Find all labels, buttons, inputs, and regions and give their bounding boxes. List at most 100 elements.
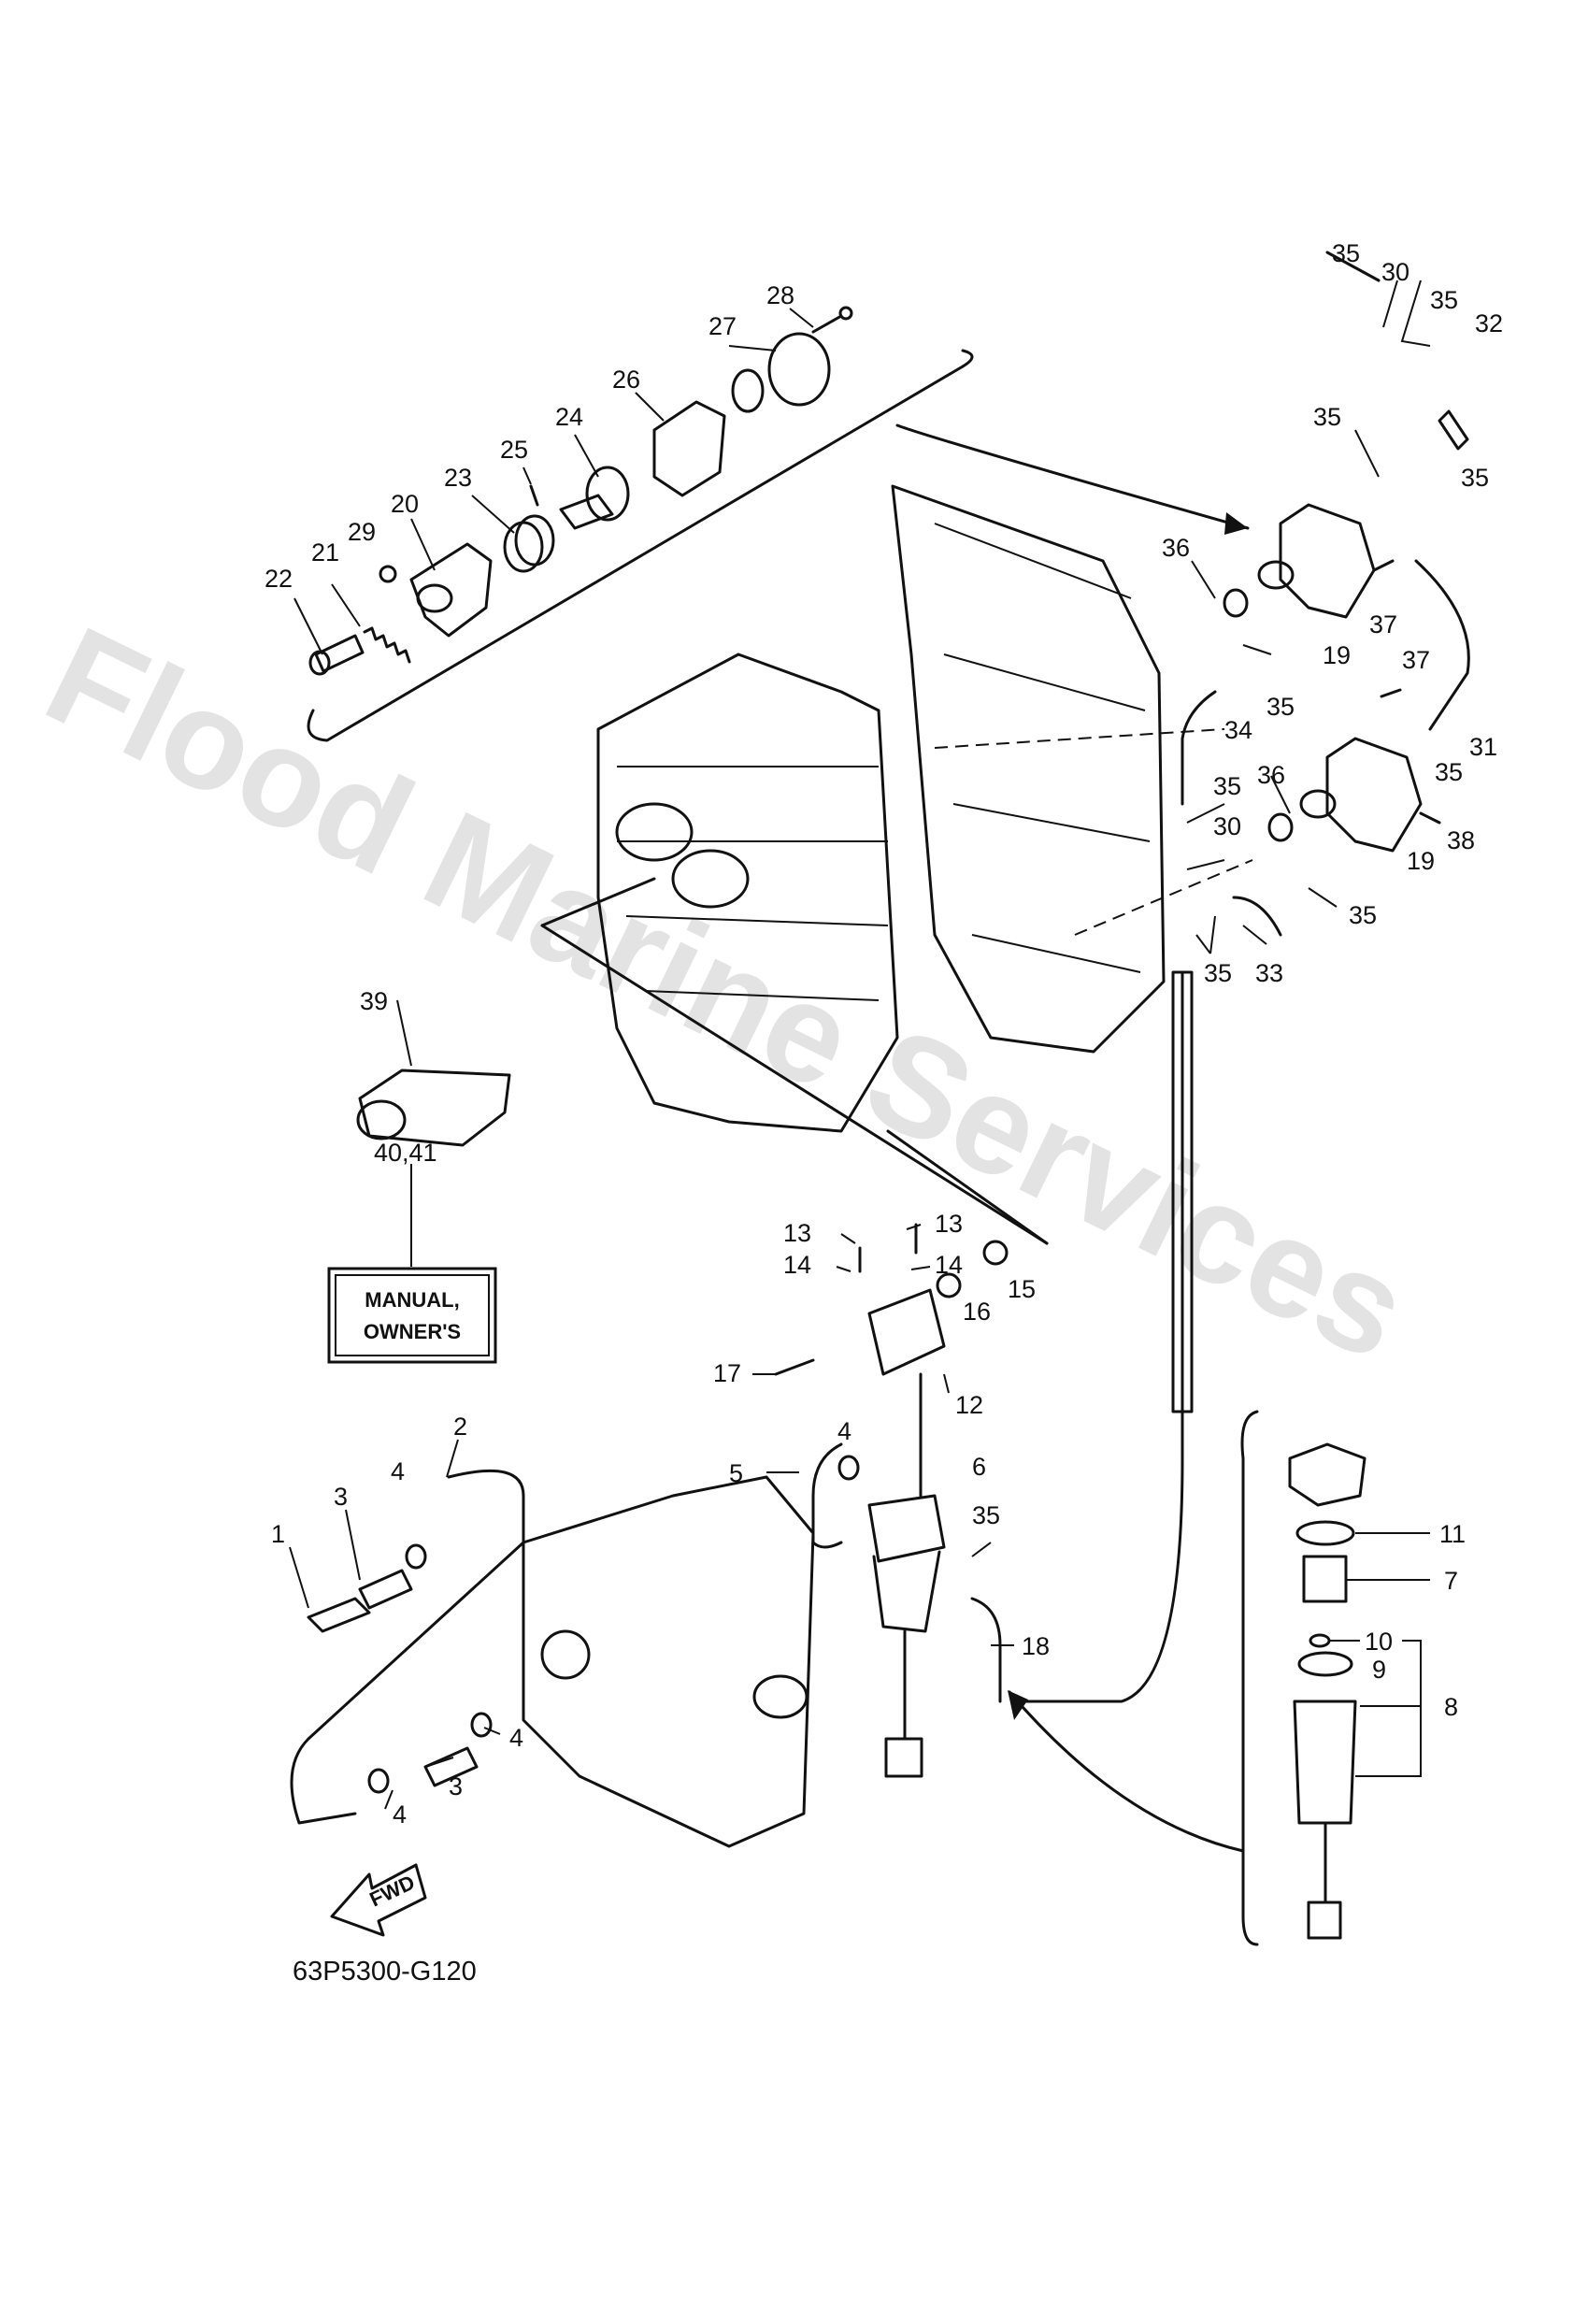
callout-35-e: 35 (1266, 693, 1295, 721)
part-5-hose (811, 1442, 843, 1549)
leader-3-a (345, 1509, 361, 1581)
callout-35-d: 35 (1461, 464, 1489, 492)
leader-30-u (1382, 280, 1398, 328)
leader-13-b (840, 1233, 856, 1244)
callout-27: 27 (708, 312, 737, 340)
callout-17: 17 (713, 1359, 741, 1387)
part-19-pump-upper (1279, 503, 1376, 619)
part-20-port (416, 583, 453, 613)
callout-26: 26 (612, 366, 640, 394)
cylinder-1 (615, 802, 694, 862)
callout-22: 22 (265, 565, 293, 593)
callout-1: 1 (271, 1520, 285, 1548)
callout-35-b: 35 (1430, 286, 1458, 314)
callout-21: 21 (311, 538, 339, 567)
owners-manual: MANUAL, OWNER'S (327, 1267, 497, 1364)
callout-14-b: 14 (783, 1251, 811, 1279)
panel-bracket-lower (307, 365, 965, 742)
intake-sleeve-opening (356, 1099, 407, 1140)
callout-35-c: 35 (1313, 403, 1341, 431)
leader-8-9 (1355, 1640, 1422, 1777)
part-22-end (308, 650, 331, 676)
leader-lines (289, 280, 1431, 1810)
cowling-base (522, 1475, 815, 1848)
callout-3-b: 3 (449, 1772, 463, 1800)
leader-13-a (906, 1224, 922, 1230)
callout-32: 32 (1475, 309, 1503, 337)
part-3-fitting-upper (358, 1569, 413, 1610)
part-24-thermostat (585, 466, 630, 522)
leader-36-u (1191, 560, 1216, 599)
part-27-gasket (767, 332, 831, 407)
part-37-bolt-upper (1372, 559, 1395, 572)
leader-14-b (836, 1266, 851, 1272)
part-4-clip-d (837, 1455, 860, 1481)
callout-18: 18 (1022, 1632, 1050, 1660)
part-1-bolt (307, 1597, 371, 1633)
callout-6: 6 (972, 1453, 986, 1481)
head-cover (891, 484, 1166, 1054)
leader-3-b (424, 1757, 454, 1768)
inset-arrow (1008, 1690, 1245, 1853)
part-8-cup (1293, 1700, 1357, 1825)
main-fuel-line (1017, 970, 1184, 1703)
callout-34: 34 (1224, 716, 1252, 744)
fwd-arrow-shape (330, 1863, 427, 1937)
part-39-intake-sleeve (356, 1069, 511, 1147)
leader-22 (293, 597, 323, 655)
leader-26 (635, 392, 665, 422)
part-28-head (838, 306, 853, 321)
diagram-code: 63P5300-G120 (293, 1957, 477, 1987)
leader-24 (574, 434, 599, 478)
part-27-seal (731, 368, 765, 413)
part-37-bolt-lower (1380, 688, 1402, 698)
callout-labels: 28 27 26 24 25 23 20 29 21 22 35 30 35 3… (265, 239, 1503, 1829)
callout-30-a: 30 (1381, 258, 1409, 286)
part-11-oring (1295, 1520, 1355, 1546)
head-cover-centerline (934, 728, 1225, 749)
leader-39 (396, 999, 412, 1067)
callout-35-g: 35 (1213, 772, 1241, 800)
callout-24: 24 (555, 403, 583, 431)
pump-upper-port (1257, 560, 1295, 590)
pump-lower-port (1299, 789, 1337, 819)
part-23-spring-b (514, 514, 555, 567)
callout-5: 5 (729, 1459, 743, 1487)
callout-28: 28 (766, 281, 794, 309)
part-12-bracket (867, 1288, 946, 1376)
callout-35-j: 35 (972, 1501, 1000, 1529)
block-gasket-line-3 (886, 1129, 1049, 1245)
block-detail-lines (617, 766, 889, 1001)
part-4-clip-c (367, 1768, 390, 1794)
manual-line-2: OWNER'S (364, 1320, 461, 1343)
part-15-grommet (982, 1240, 1009, 1266)
block-gasket-line-1 (540, 924, 1049, 1245)
callout-39: 39 (360, 987, 388, 1015)
callout-3-a: 3 (334, 1483, 348, 1511)
inset-connector (1307, 1901, 1342, 1940)
part-6-filter-cup (872, 1550, 941, 1633)
callout-4-c: 4 (393, 1800, 407, 1829)
part-7-element (1302, 1555, 1348, 1603)
leader-35-l2 (1195, 915, 1216, 954)
callout-35-f: 35 (1435, 758, 1463, 786)
callout-11: 11 (1439, 1520, 1466, 1548)
callout-19-a: 19 (1323, 641, 1351, 669)
callout-8: 8 (1444, 1693, 1458, 1721)
part-10-ring (1309, 1633, 1331, 1648)
head-cover-ribs (934, 523, 1151, 973)
filter-breakdown-inset (1008, 1410, 1430, 1946)
head-cover-centerline-2 (1074, 859, 1253, 936)
fwd-arrow: FWD (330, 1863, 427, 1937)
leader-28 (789, 308, 814, 328)
callout-35-h: 35 (1349, 901, 1377, 929)
fuel-hoses (1017, 251, 1470, 1703)
leader-2 (446, 1439, 459, 1478)
leader-27 (728, 345, 777, 351)
fuel-pump-upper (1223, 503, 1395, 619)
leader-30-l (1186, 859, 1225, 870)
callout-12: 12 (955, 1391, 983, 1419)
callout-38: 38 (1447, 826, 1475, 854)
part-19-pump-lower (1325, 737, 1423, 853)
